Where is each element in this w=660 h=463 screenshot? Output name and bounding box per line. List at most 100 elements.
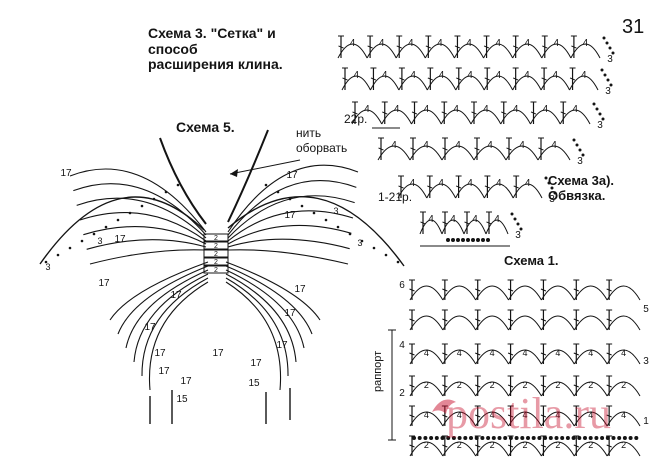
- foundation-chain-dot: [605, 436, 610, 440]
- net-cell-number: 4: [382, 70, 388, 81]
- arrow-head: [230, 169, 238, 177]
- foundation-chain-dot: [451, 436, 456, 440]
- stitch-bar: [409, 318, 415, 322]
- stitch-bar: [411, 111, 418, 115]
- mesh-arc: [573, 381, 608, 397]
- foundation-chain-dot: [417, 436, 422, 440]
- net-cell-number: 4: [453, 104, 459, 115]
- right-lower-wing-loop: [225, 269, 305, 349]
- stitch-bar: [507, 414, 514, 418]
- stitch-bar: [513, 185, 519, 189]
- mesh-arc: [409, 315, 444, 331]
- net-cell-number: 4: [513, 104, 519, 115]
- right-upper-wing-loop: [227, 249, 349, 265]
- right-lower-wing-loop: [225, 261, 321, 321]
- foundation-chain-dot: [594, 436, 599, 440]
- foundation-chain-dot: [588, 436, 593, 440]
- stitch-bar: [573, 444, 579, 448]
- net-cell-number: 4: [394, 104, 400, 115]
- scheme5-title: Схема 5.: [176, 119, 235, 135]
- foundation-chain-dot: [474, 436, 479, 440]
- mesh-cell-number: 2: [424, 380, 429, 390]
- wing-number-3: 3: [45, 262, 50, 272]
- mesh-arc: [475, 411, 510, 427]
- stitch-bar: [540, 352, 547, 356]
- scheme5-note: нить оборвать: [296, 126, 347, 156]
- net-cell-number: 4: [572, 104, 578, 115]
- edge-number: 3: [605, 86, 611, 97]
- mesh-arc: [442, 285, 477, 301]
- net-cell-number: 4: [525, 178, 531, 189]
- mesh-arc: [475, 381, 510, 397]
- foundation-chain-dot: [583, 436, 587, 440]
- edge-chain-dot: [547, 181, 551, 185]
- body-segment: [203, 249, 229, 258]
- edge-number: 3: [607, 54, 613, 65]
- wing-number-17: 17: [144, 322, 156, 333]
- net-cell-number: 4: [424, 104, 430, 115]
- net-cell-number: 4: [466, 38, 472, 49]
- scheme3-title: Схема 3. "Сетка" и способ расширения кли…: [148, 25, 283, 73]
- edge-chain-dot: [581, 153, 585, 157]
- mesh-cell-number: 4: [424, 410, 429, 420]
- stitch-bar: [442, 147, 448, 151]
- body-number: 2: [214, 251, 218, 258]
- right-upper-wing-loop: [227, 180, 357, 236]
- foundation-chain-dot: [451, 238, 455, 242]
- scheme3-title-line1: Схема 3. "Сетка" и: [148, 25, 276, 41]
- wing-number-17: 17: [250, 358, 262, 369]
- net-cell-number: 4: [495, 38, 501, 49]
- wing-number-15: 15: [248, 378, 260, 389]
- mesh-cell-number: 4: [457, 410, 462, 420]
- net-cell-number: 4: [524, 38, 530, 49]
- edge-chain-dot: [603, 73, 607, 77]
- edge-chain-dot: [578, 148, 582, 152]
- mesh-cell-number: 4: [522, 348, 527, 358]
- stitch-bar: [442, 288, 448, 292]
- wing-number-3: 3: [97, 236, 102, 246]
- wing-number-3: 3: [357, 238, 362, 248]
- foundation-chain-dot: [543, 436, 548, 440]
- stitch-bar: [425, 45, 432, 49]
- stitch-bar: [456, 77, 462, 81]
- mesh-cell-number: 2: [490, 440, 495, 450]
- net-arc: [398, 75, 428, 91]
- mesh-arc: [475, 285, 510, 301]
- foundation-chain-dot: [471, 238, 475, 242]
- wing-edge-dot: [300, 204, 304, 208]
- foundation-chain-dot: [571, 436, 576, 440]
- wing-number-17: 17: [294, 284, 306, 295]
- stitch-bar: [442, 352, 448, 356]
- watermark-bird: [432, 399, 456, 414]
- mesh-arc: [606, 285, 641, 301]
- stitch-bar: [483, 45, 490, 49]
- stitch-bar: [541, 77, 547, 81]
- mesh-arc: [475, 441, 510, 457]
- mesh-arc: [606, 441, 641, 457]
- wing-edge-dot: [336, 225, 340, 229]
- stitch-bar: [427, 77, 434, 81]
- mesh-cell-number: 4: [555, 410, 560, 420]
- stitch-bar: [606, 318, 612, 322]
- edge-chain-dot: [572, 138, 576, 142]
- foundation-chain-dot: [486, 238, 490, 242]
- scheme5-note-line1: нить: [296, 126, 322, 140]
- mesh-arc: [475, 349, 510, 365]
- left-upper-wing-edge: [39, 196, 205, 265]
- edge-chain-dot: [592, 102, 596, 106]
- stitch-bar: [442, 318, 448, 322]
- foundation-chain-dot: [577, 436, 582, 440]
- mesh-cell-number: 2: [588, 440, 593, 450]
- mesh-arc: [442, 315, 477, 331]
- net-cell-number: 4: [353, 70, 359, 81]
- wing-number-17: 17: [98, 278, 110, 289]
- foundation-chain-dot: [423, 436, 428, 440]
- right-lower-wing-loop: [225, 273, 297, 363]
- cut-thread-leader: [229, 159, 301, 175]
- net-cell-number: 4: [408, 38, 414, 49]
- stitch-bar: [606, 444, 612, 448]
- net-arc: [341, 75, 371, 91]
- scheme3-title-line3: расширения клина.: [148, 56, 283, 73]
